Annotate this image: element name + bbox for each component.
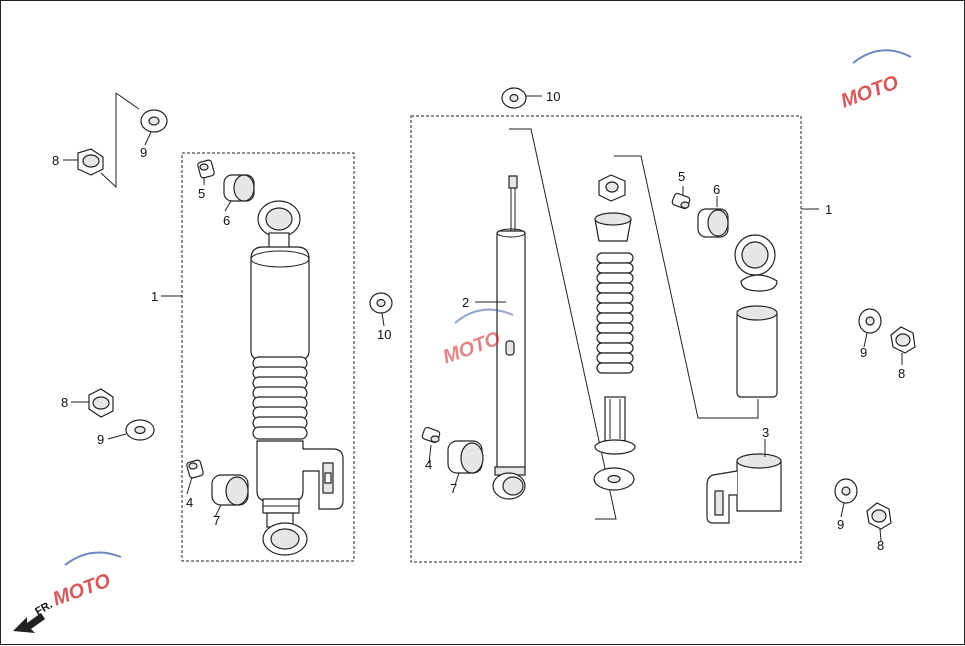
left-rubber-top	[223, 174, 255, 202]
callout-washer-center: 10	[377, 327, 391, 342]
center-spring	[596, 252, 634, 374]
watermark-text-bottom-left: MOTO	[50, 569, 114, 610]
right-rubber-bot	[447, 440, 484, 474]
callout-bush-a-right: 4	[425, 457, 432, 472]
washer-mid-right	[858, 308, 882, 334]
callout-washer-bot-right: 9	[837, 517, 844, 532]
cover-link-line	[614, 155, 759, 419]
callout-right-assembly: 1	[825, 202, 832, 217]
callout-nut-mid-right: 8	[898, 366, 905, 381]
callout-rubber-top-right: 6	[713, 182, 720, 197]
callout-nut-top-left: 8	[52, 153, 59, 168]
leader-lines	[63, 95, 903, 542]
callout-nut-mid-left: 8	[61, 395, 68, 410]
left-rubber-bot	[211, 474, 249, 506]
top-left-link-line	[100, 92, 140, 189]
center-washer-lower	[593, 467, 635, 491]
nut-mid-left	[88, 388, 114, 418]
left-assembly-frame	[181, 152, 355, 562]
front-indicator: FR.	[13, 599, 55, 633]
callout-bracket: 3	[762, 425, 769, 440]
bump-stop	[594, 396, 636, 455]
damper	[492, 175, 526, 500]
watermark-top-right: MOTO	[838, 49, 912, 113]
spring-seat	[594, 212, 632, 242]
front-arrow-icon	[13, 613, 45, 633]
callout-washer-mid-left: 9	[97, 432, 104, 447]
washer-mid-left	[125, 419, 155, 441]
left-shock-absorber	[250, 200, 344, 556]
callout-bush-a-left: 4	[186, 495, 193, 510]
callout-rubber-bot-left: 7	[213, 513, 220, 528]
washer-center	[369, 292, 393, 314]
watermark-text-top-right: MOTO	[838, 71, 902, 112]
callout-damper: 2	[462, 295, 469, 310]
nut-bot-right	[866, 502, 892, 530]
callout-left-assembly: 1	[151, 289, 158, 304]
front-label: FR.	[33, 599, 54, 618]
nut-mid-right	[890, 326, 916, 354]
callout-nut-bot-right: 8	[877, 538, 884, 553]
callout-washer-top-center: 10	[546, 89, 560, 104]
nut-top-left	[77, 148, 104, 176]
callout-bush-b-left: 5	[198, 186, 205, 201]
washer-top-left	[140, 109, 168, 133]
right-bush-b	[671, 192, 691, 210]
dust-cover	[736, 305, 778, 398]
right-rubber-top	[697, 208, 729, 238]
right-top-eye	[734, 234, 778, 292]
callout-washer-mid-right: 9	[860, 345, 867, 360]
damper-link-line	[509, 128, 617, 520]
watermark-bottom-left: MOTO	[50, 551, 122, 611]
washer-top-center	[501, 87, 527, 109]
washer-bot-right	[834, 478, 858, 504]
left-bush-a	[186, 459, 204, 479]
callout-bush-b-right: 5	[678, 169, 685, 184]
callout-rubber-top-left: 6	[223, 213, 230, 228]
top-nut-center	[598, 174, 626, 202]
callout-rubber-bot-right: 7	[450, 481, 457, 496]
right-assembly-frame	[410, 115, 802, 563]
right-bush-a	[421, 426, 441, 444]
left-bush-b	[197, 159, 215, 179]
reservoir-bracket	[706, 453, 782, 524]
callout-washer-top-left: 9	[140, 145, 147, 160]
watermark-text-center: MOTO	[440, 327, 504, 368]
